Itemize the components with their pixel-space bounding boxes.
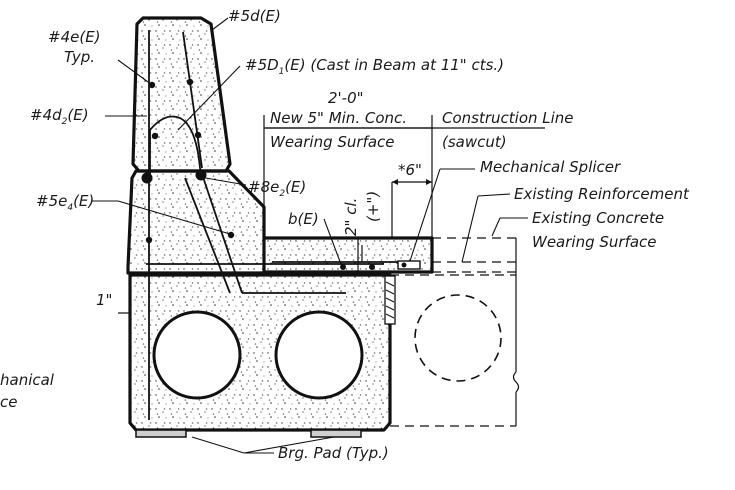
label-wearing-surface: Wearing Surface <box>270 133 395 151</box>
label-bar-b: b(E) <box>288 210 319 228</box>
reinforcement <box>141 30 421 420</box>
dimension-lines <box>118 115 545 318</box>
label-bar-4d2: #4d2(E) <box>30 106 89 127</box>
label-bar-5d: #5d(E) <box>228 7 281 25</box>
label-dim-1: 1" <box>96 291 112 309</box>
existing-barrier-upper <box>131 16 232 173</box>
label-existing-reinforcement: Existing Reinforcement <box>514 185 690 203</box>
label-bar-8e2: #8e2(E) <box>248 178 306 199</box>
label-dim-6: *6" <box>398 161 422 179</box>
label-dim-2ft: 2'-0" <box>328 89 364 107</box>
existing-barrier-lower <box>126 169 266 275</box>
annotations: #4e(E) Typ. #5d(E) #5D1(E) (Cast in Beam… <box>0 7 690 462</box>
label-construction-line: Construction Line <box>442 109 574 127</box>
bearing-pads <box>135 429 362 438</box>
leaders <box>92 17 528 454</box>
label-dim-clear: 2" cl. <box>342 198 360 236</box>
existing-beam <box>128 273 392 432</box>
label-existing-concrete: Existing Concrete <box>532 209 664 227</box>
label-new-min-conc: New 5" Min. Conc. <box>270 109 407 127</box>
label-sawcut: (sawcut) <box>442 133 507 151</box>
void-left <box>152 310 242 400</box>
label-bar-4e: #4e(E) <box>48 28 101 46</box>
label-dim-plus: (+") <box>364 191 382 222</box>
label-mech-left-1: hanical <box>0 371 55 389</box>
label-existing-wearing-surface: Wearing Surface <box>532 233 657 251</box>
label-bar-5D1: #5D1(E) (Cast in Beam at 11" cts.) <box>245 56 504 77</box>
existing-structure-dashed <box>384 237 520 427</box>
label-mech-left-2: ce <box>0 393 17 411</box>
label-typ: Typ. <box>64 48 95 66</box>
void-right <box>274 310 364 400</box>
label-mechanical-splicer: Mechanical Splicer <box>480 158 621 176</box>
label-brg-pad: Brg. Pad (Typ.) <box>278 444 389 462</box>
label-bar-5e4: #5e4(E) <box>36 192 94 213</box>
